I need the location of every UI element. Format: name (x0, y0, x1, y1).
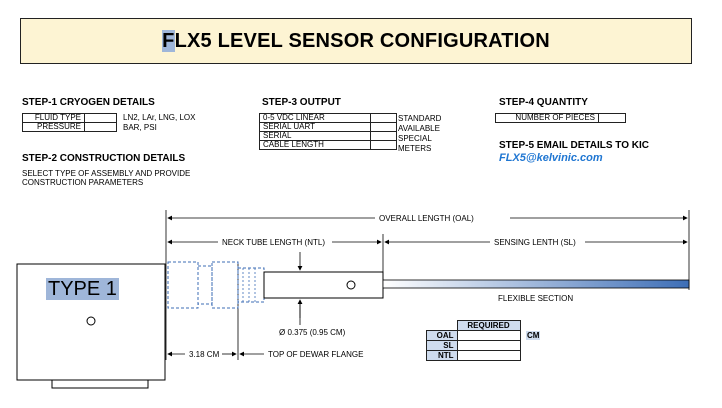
pressure-input[interactable] (84, 122, 117, 132)
step2-line1: SELECT TYPE OF ASSEMBLY AND PROVIDE (22, 169, 191, 178)
top-of-flange-label: TOP OF DEWAR FLANGE (266, 350, 366, 359)
output-note: AVAILABLE (398, 124, 440, 133)
ntl-row-label: NTL (426, 350, 458, 361)
neck-tube-hole (346, 280, 356, 290)
diameter-label: Ø 0.375 (0.95 CM) (277, 328, 348, 337)
required-header: REQUIRED (456, 320, 521, 331)
oal-label: OVERALL LENGTH (OAL) (377, 214, 476, 223)
quantity-input[interactable] (598, 113, 626, 123)
oal-row-label: OAL (426, 330, 458, 341)
page-title: FLX5 LEVEL SENSOR CONFIGURATION (162, 29, 550, 53)
required-row-sl: SL (426, 340, 521, 351)
sl-row-label: SL (426, 340, 458, 351)
fitting-nut (167, 261, 199, 309)
pressure-row: PRESSURE (22, 122, 117, 132)
quantity-row: NUMBER OF PIECES (495, 113, 626, 123)
step4-heading: STEP-4 QUANTITY (499, 97, 588, 108)
housing-hole (86, 316, 96, 326)
output-input[interactable] (370, 140, 397, 150)
step2-line2: CONSTRUCTION PARAMETERS (22, 178, 144, 187)
output-note: SPECIAL (398, 134, 432, 143)
fitting-thread (237, 267, 265, 303)
flexible-section (382, 279, 690, 289)
step2-heading: STEP-2 CONSTRUCTION DETAILS (22, 153, 186, 164)
flexible-section-label: FLEXIBLE SECTION (496, 294, 576, 303)
step5-heading: STEP-5 EMAIL DETAILS TO KIC (499, 140, 650, 151)
required-header-row: REQUIRED (427, 320, 521, 331)
output-note: STANDARD (398, 114, 442, 123)
required-table: REQUIRED OAL SL NTL (426, 320, 521, 361)
required-unit: CM (526, 331, 541, 340)
housing-connector (51, 379, 149, 389)
required-row-oal: OAL (426, 330, 521, 341)
sl-label: SENSING LENTH (SL) (492, 238, 578, 247)
email-link[interactable]: FLX5@kelvinic.com (499, 152, 603, 164)
ntl-input[interactable] (456, 350, 521, 361)
step3-heading: STEP-3 OUTPUT (262, 97, 341, 108)
fitting-flange (211, 261, 239, 309)
ntl-label: NECK TUBE LENGTH (NTL) (220, 238, 327, 247)
quantity-table: NUMBER OF PIECES (495, 113, 626, 123)
required-spacer (427, 321, 458, 331)
title-banner: FLX5 LEVEL SENSOR CONFIGURATION (20, 18, 692, 64)
step1-heading: STEP-1 CRYOGEN DETAILS (22, 97, 155, 108)
title-rest: LX5 LEVEL SENSOR CONFIGURATION (174, 29, 550, 52)
fluid-type-options: LN2, LAr, LNG, LOX (123, 113, 196, 122)
type-label: TYPE 1 (46, 278, 119, 300)
title-highlight: F (162, 29, 175, 52)
required-row-ntl: NTL (426, 350, 521, 361)
oal-input[interactable] (456, 330, 521, 341)
cryogen-table: FLUID TYPE PRESSURE (22, 113, 117, 132)
output-note: METERS (398, 144, 432, 153)
flange-offset-label: 3.18 CM (187, 350, 222, 359)
output-row: CABLE LENGTH (259, 140, 397, 150)
output-table: 0-5 VDC LINEAR SERIAL UART SERIAL CABLE … (259, 113, 397, 150)
neck-tube (263, 271, 384, 299)
fitting-ring (197, 265, 213, 305)
pressure-options: BAR, PSI (123, 123, 157, 132)
sl-input[interactable] (456, 340, 521, 351)
